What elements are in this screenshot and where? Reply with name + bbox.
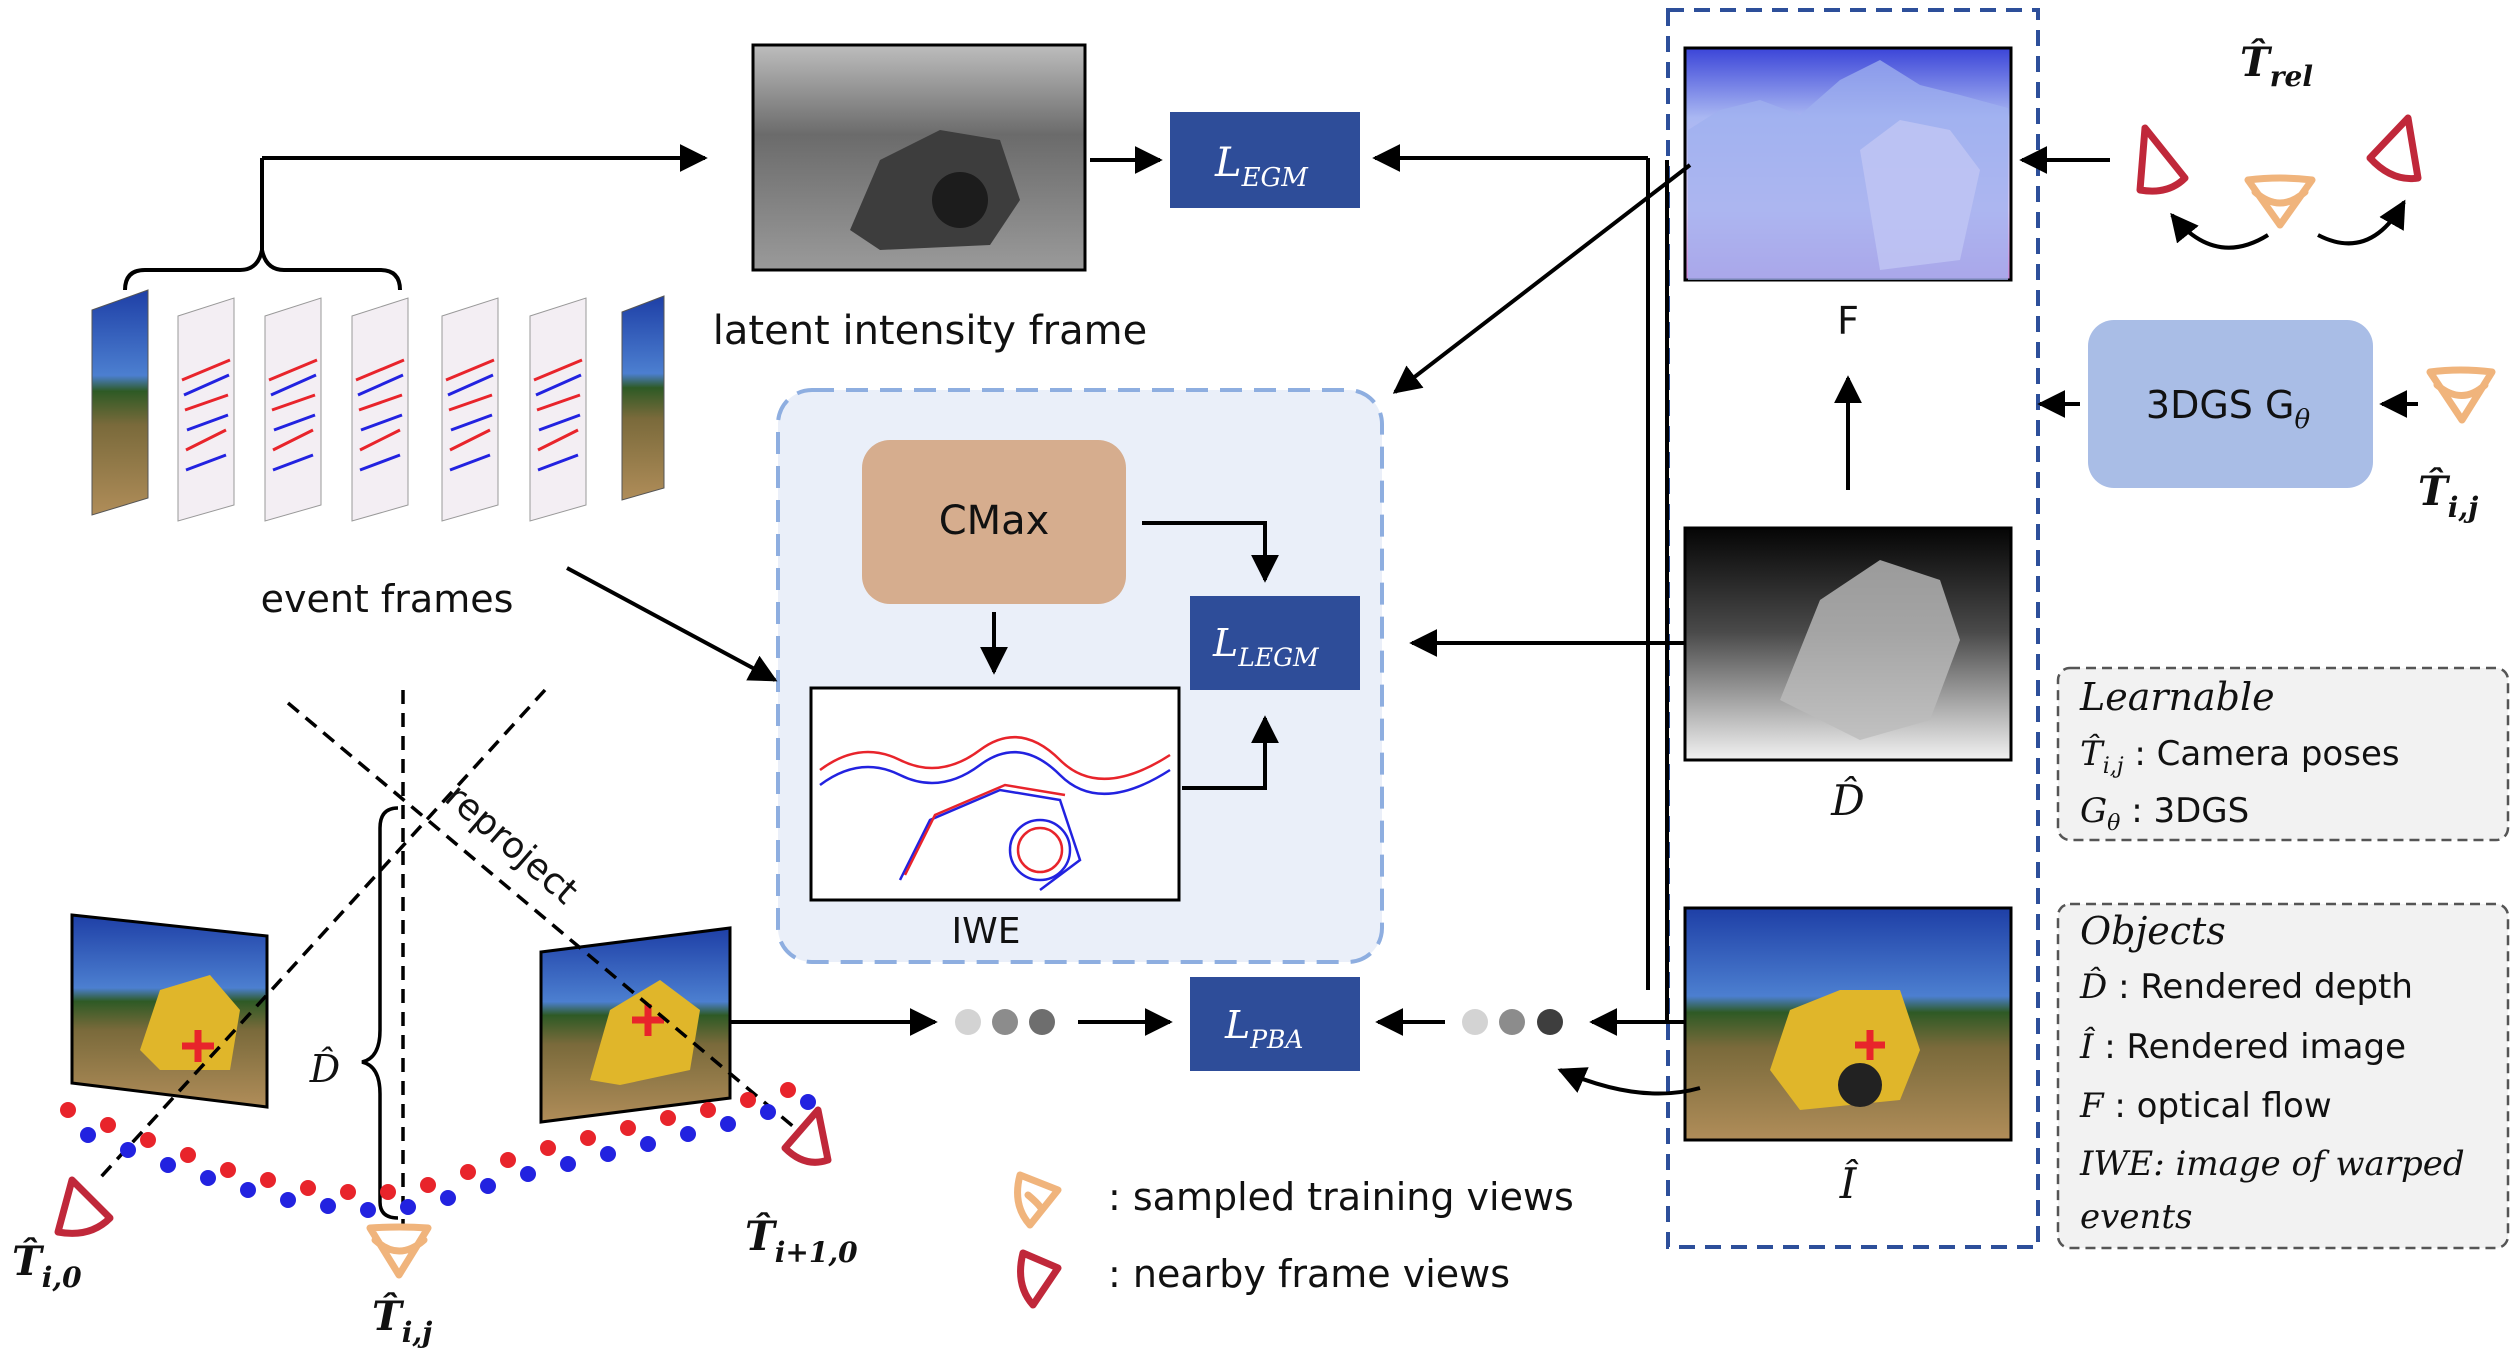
flow-label: F [1837,299,1859,343]
pose-ij-label: T̂i,j [372,1293,432,1349]
right-frame-image [539,926,732,1124]
iwe-image [809,686,1181,902]
gs-model-box: 3DGS Gθ [2088,320,2373,488]
depth-brace-label: D̂ [309,1047,340,1091]
sampled-view-icon [1014,1171,1062,1229]
optical-flow-image [1683,46,2013,282]
svg-text:T̂i,j : Camera poses: T̂i,j : Camera poses [2080,733,2400,779]
left-dots [955,1009,1055,1035]
rendered-image [1683,906,2013,1142]
iwe-to-legm-arrow [1182,715,1279,790]
camera-ij-icon [366,1223,432,1279]
svg-text:3DGS Gθ: 3DGS Gθ [2146,383,2311,435]
nearby-view-icon [1017,1249,1062,1309]
loss-egm-box: LEGM [1170,112,1360,208]
render-panel [1666,8,2040,1249]
svg-text:CMax: CMax [939,498,1050,544]
cmax-to-legm-arrow [1142,521,1279,583]
svg-text:Î : Rendered image: Î : Rendered image [2079,1026,2406,1067]
event-trajectory [60,1082,816,1218]
loss-pba-box: LPBA [1190,977,1360,1071]
events-to-panel-arrow [566,566,778,682]
svg-text:LLEGM: LLEGM [1212,621,1320,672]
right-dots [1462,1009,1563,1035]
cmax-box: CMax [862,440,1126,604]
depth-image [1683,526,2013,762]
rel-right-curve-arrow [2317,199,2406,246]
pose-i0-label: T̂i,0 [12,1238,82,1294]
camera-i10-icon [781,1106,832,1166]
latent-frame-label: latent intensity frame [713,308,1147,354]
camera-rel-center-icon [2244,174,2316,229]
event-frames-label: event frames [261,577,514,621]
learnable-title: Learnable [2079,675,2275,719]
sampled-view-label: : sampled training views [1108,1175,1574,1219]
rel-left-curve-arrow [2170,212,2270,250]
reproject-label: reproject [437,776,585,913]
svg-text:Gθ : 3DGS: Gθ : 3DGS [2080,791,2249,836]
camera-gs-input-icon [2426,366,2496,424]
flow-to-optim-arrow [1392,163,1692,394]
image-label: Î [1839,1158,1859,1208]
left-frame-image [70,913,269,1109]
learnable-legend: Learnable T̂i,j : Camera poses Gθ : 3DGS [2056,666,2510,842]
event-frames-brace [123,249,402,291]
svg-text:LPBA: LPBA [1224,1003,1303,1054]
objects-title: Objects [2080,909,2226,953]
svg-text:LEGM: LEGM [1214,140,1309,193]
depth-brace [361,806,399,1220]
objects-legend: Objects D̂ : Rendered depth Î : Rendered… [2056,902,2510,1250]
t-rel-label: T̂rel [2240,39,2313,93]
nearby-view-label: : nearby frame views [1108,1252,1510,1296]
camera-i0-icon [54,1176,114,1237]
camera-rel-left-icon [2136,124,2189,195]
svg-text:D̂ : Rendered depth: D̂ : Rendered depth [2079,966,2413,1007]
loss-legm-box: LLEGM [1190,596,1360,690]
svg-text:F : optical flow: F : optical flow [2079,1086,2332,1126]
image-to-dots-arrow [1557,1067,1701,1096]
svg-text:IWE: image of warped: IWE: image of warped [2079,1144,2465,1184]
event-frames-stack [91,289,665,522]
pose-gs-input-label: T̂i,j [2418,468,2478,524]
svg-text:events: events [2080,1197,2192,1237]
reprojection-lines [98,688,797,1228]
latent-intensity-image [751,43,1087,272]
camera-rel-right-icon [2366,114,2422,183]
pose-i10-label: T̂i+1,0 [745,1213,858,1269]
iwe-label: IWE [952,911,1021,952]
depth-label: D̂ [1830,774,1865,825]
